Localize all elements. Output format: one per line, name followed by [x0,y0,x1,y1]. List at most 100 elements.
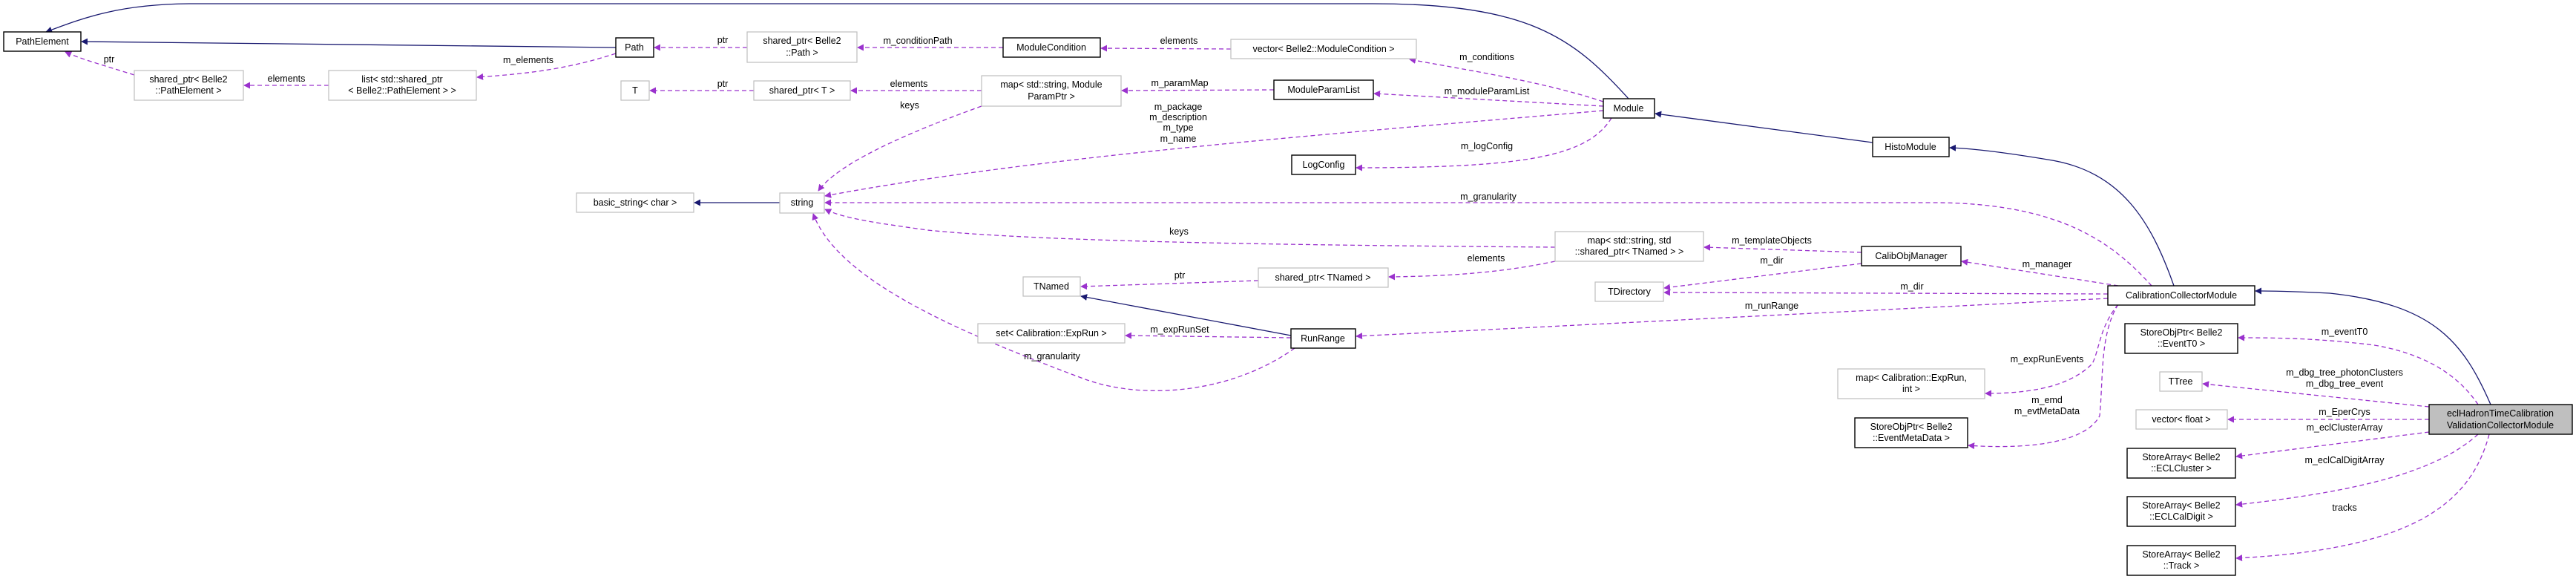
node-log-config[interactable]: LogConfig [1291,154,1356,175]
node-label: ParamPtr > [1028,91,1075,102]
edge-label: m_eclCalDigitArray [2305,455,2385,465]
node-shared-ptr-path: shared_ptr< Belle2::Path > [746,31,858,63]
edge-labels: ptr elements m_elements ptr m_conditionP… [104,35,2403,513]
node-label: StoreObjPtr< Belle2 [1870,422,1953,432]
node-label: map< std::string, Module [1000,79,1102,90]
edge-label: elements [1160,36,1198,46]
node-calibration-collector-module[interactable]: CalibrationCollectorModule [2107,285,2255,306]
edge-label: m_evtMetaData [2014,406,2080,416]
node-module-condition[interactable]: ModuleCondition [1002,37,1101,58]
node-label: HistoModule [1885,142,1936,152]
node-label: shared_ptr< Belle2 [763,36,841,46]
edge-path-m-elements [476,53,617,80]
node-tnamed: TNamed [1022,276,1081,297]
node-shared-ptr-tnamed: shared_ptr< TNamed > [1258,267,1389,288]
node-histo-module[interactable]: HistoModule [1872,137,1950,157]
edge-label: ptr [104,54,115,65]
node-label: int > [1902,384,1920,394]
edge-emd [1968,304,2119,450]
edge-exp-run-events [1985,304,2119,397]
edge-map-tnamed-keys [824,209,1556,248]
node-pathelement[interactable]: PathElement [3,31,82,52]
edge-dbg-tree [2202,381,2430,408]
node-tdirectory: TDirectory [1594,281,1664,302]
node-ttree: TTree [2159,371,2203,392]
node-store-obj-ptr-event-t0[interactable]: StoreObjPtr< Belle2::EventT0 > [2124,323,2238,354]
node-label: StoreArray< Belle2 [2142,549,2220,560]
node-calib-obj-manager[interactable]: CalibObjManager [1861,246,1962,266]
node-module[interactable]: Module [1603,98,1655,119]
edge-module-param-list [1373,90,1604,107]
node-label: Module [1614,103,1644,114]
node-label: CalibObjManager [1875,251,1947,261]
node-label: ::shared_ptr< TNamed > > [1575,246,1684,257]
node-label: ::EventT0 > [2158,338,2205,349]
edge-ecl-to-ccm [2255,287,2491,405]
node-label: map< Calibration::ExpRun, [1856,373,1967,383]
node-ecl-hadron-time-calibration-validation-collector-module: eclHadronTimeCalibrationValidationCollec… [2428,404,2573,435]
node-basic-string: basic_string< char > [576,192,694,213]
node-label: ::Track > [2163,560,2200,571]
edge-map-param-keys [818,105,982,192]
edge-label: ptr [717,35,729,45]
edge-label: m_expRunEvents [2011,354,2084,364]
node-label: set< Calibration::ExpRun > [996,328,1106,338]
node-list-shared-ptr: list< std::shared_ptr< Belle2::PathEleme… [328,70,477,101]
node-label: StoreObjPtr< Belle2 [2140,327,2223,338]
edge-ccm-to-histomodule [1949,144,2175,287]
edge-label: m_moduleParamList [1445,86,1530,96]
node-label: ::PathElement > [155,85,221,96]
node-label: ModuleParamList [1287,85,1360,95]
edge-label: m_granularity [1460,192,1517,202]
edge-label: keys [1169,226,1189,237]
edge-label: m_logConfig [1461,141,1513,151]
node-label: < Belle2::PathElement > > [348,85,456,96]
node-label: ModuleCondition [1016,42,1086,53]
node-store-array-ecl-cluster[interactable]: StoreArray< Belle2::ECLCluster > [2126,448,2236,479]
node-store-array-ecl-cal-digit[interactable]: StoreArray< Belle2::ECLCalDigit > [2126,496,2236,527]
edge-label: m_description [1149,112,1207,122]
node-vector-float: vector< float > [2135,409,2228,430]
edge-label: m_EperCrys [2319,407,2370,417]
node-module-param-list[interactable]: ModuleParamList [1273,79,1374,100]
edge-vec-cond-elements [1100,45,1232,52]
edge-module-strings [824,110,1604,198]
node-label: TDirectory [1608,287,1651,297]
node-label: ValidationCollectorModule [2447,420,2554,431]
node-path[interactable]: Path [615,37,654,58]
node-string: string [779,192,825,214]
edge-label: ptr [717,79,729,89]
node-store-array-track[interactable]: StoreArray< Belle2::Track > [2126,545,2236,576]
node-label: list< std::shared_ptr [361,74,442,85]
node-map-tnamed: map< std::string, std::shared_ptr< TName… [1554,231,1704,262]
node-store-obj-ptr-event-meta-data[interactable]: StoreObjPtr< Belle2::EventMetaData > [1854,417,1968,448]
edge-module-to-pathelement [45,3,1629,99]
edge-exp-run-set [1125,332,1292,339]
node-run-range[interactable]: RunRange [1290,328,1356,349]
edge-label: m_eclClusterArray [2307,422,2384,433]
node-map-exprun-int: map< Calibration::ExpRun,int > [1837,368,1985,399]
edge-label: m_elements [503,55,553,65]
node-label: string [791,197,814,208]
edge-label: m_templateObjects [1732,235,1812,246]
edge-label: m_runRange [1745,301,1798,311]
node-label: vector< float > [2152,414,2210,425]
node-shared-ptr-pathelement: shared_ptr< Belle2::PathElement > [134,70,244,101]
edge-histomodule-to-module [1655,111,1873,143]
edge-map-tnamed-elements [1388,261,1556,281]
edge-label: m_paramMap [1151,78,1208,88]
edge-ccm-runrange [1356,298,2109,340]
edge-ecl-cal-digit-array [2235,434,2479,508]
edge-label: tracks [2332,503,2356,513]
edge-param-map [1121,87,1275,94]
edge-label: m_manager [2023,259,2072,269]
edge-label: keys [900,100,919,111]
edge-ccm-dir [1663,289,2109,296]
node-label: CalibrationCollectorModule [2126,290,2237,301]
node-label: StoreArray< Belle2 [2142,452,2220,462]
inheritance-edges [45,3,2491,405]
node-label: RunRange [1301,333,1345,344]
edge-rr-granularity [812,213,1295,391]
node-label: LogConfig [1303,160,1345,170]
